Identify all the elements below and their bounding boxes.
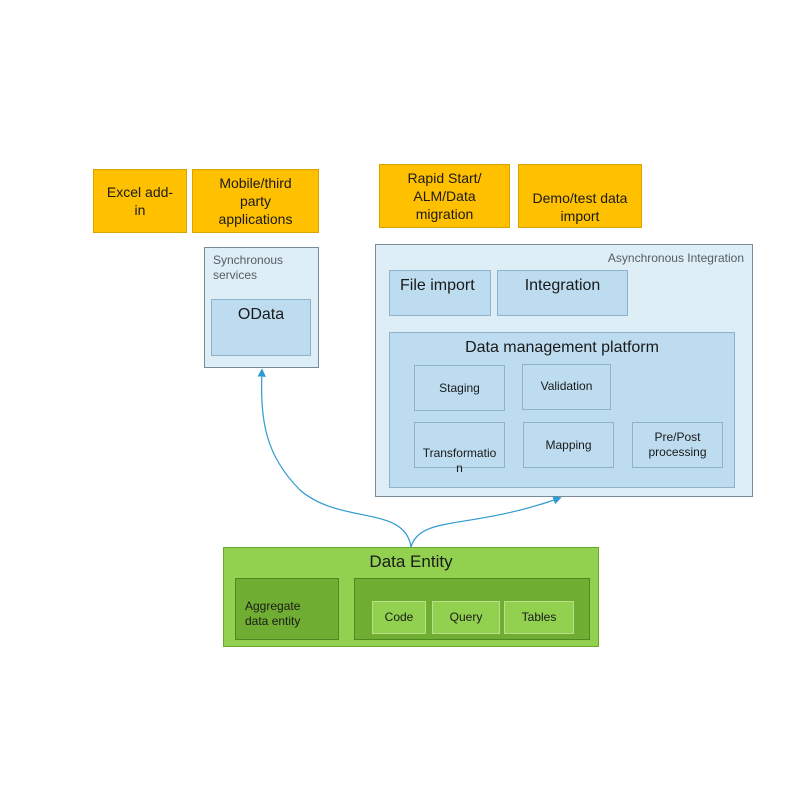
query-box: Query xyxy=(432,601,500,634)
prepost-processing-box: Pre/Post processing xyxy=(632,422,723,468)
synchronous-services-panel: Synchronous services OData xyxy=(204,247,319,368)
data-entity-title: Data Entity xyxy=(369,552,453,571)
transformation-box: Transformatio n xyxy=(414,422,505,475)
tables-label: Tables xyxy=(521,610,557,624)
data-entity-panel: Data Entity Aggregate data entity Code Q… xyxy=(223,547,599,647)
file-import-label: File import xyxy=(400,277,475,294)
file-import-box: File import xyxy=(389,270,491,316)
validation-label: Validation xyxy=(540,379,593,393)
odata-box: OData xyxy=(211,299,311,356)
tables-box: Tables xyxy=(504,601,574,634)
asynchronous-integration-panel: Asynchronous Integration File import Int… xyxy=(375,244,753,497)
demo-data-box: Demo/test data import xyxy=(518,164,642,228)
prepost-processing-label: Pre/Post processing xyxy=(648,430,707,459)
excel-addin-label: Excel add- in xyxy=(106,184,174,218)
staging-box: Staging xyxy=(414,365,505,411)
aggregate-data-entity-label: Aggregate data entity xyxy=(245,599,301,628)
demo-data-label: Demo/test data import xyxy=(532,190,628,224)
mobile-apps-label: Mobile/third party applications xyxy=(218,175,293,227)
rapid-start-box: Rapid Start/ ALM/Data migration xyxy=(379,164,510,228)
code-label: Code xyxy=(384,610,414,624)
validation-box: Validation xyxy=(522,364,611,410)
synchronous-services-label: Synchronous services xyxy=(213,253,284,282)
code-box: Code xyxy=(372,601,426,634)
excel-addin-box: Excel add- in xyxy=(93,169,187,233)
data-management-platform: Data management platform Staging Validat… xyxy=(389,332,735,488)
odata-label: OData xyxy=(237,306,285,323)
asynchronous-integration-label: Asynchronous Integration xyxy=(607,251,744,265)
arrow-to-asynchronous-integration xyxy=(410,496,562,548)
mobile-apps-box: Mobile/third party applications xyxy=(192,169,319,233)
mapping-box: Mapping xyxy=(523,422,614,468)
entity-components-group: Code Query Tables xyxy=(354,578,590,640)
data-management-platform-title: Data management platform xyxy=(465,339,659,356)
aggregate-data-entity-box: Aggregate data entity xyxy=(235,578,339,640)
integration-label: Integration xyxy=(524,277,601,294)
transformation-label: Transformatio n xyxy=(422,446,497,475)
rapid-start-label: Rapid Start/ ALM/Data migration xyxy=(407,170,482,222)
integration-box: Integration xyxy=(497,270,628,316)
staging-label: Staging xyxy=(439,380,480,395)
query-label: Query xyxy=(449,610,483,624)
arrow-to-synchronous-services xyxy=(257,368,412,548)
mapping-label: Mapping xyxy=(545,437,592,452)
